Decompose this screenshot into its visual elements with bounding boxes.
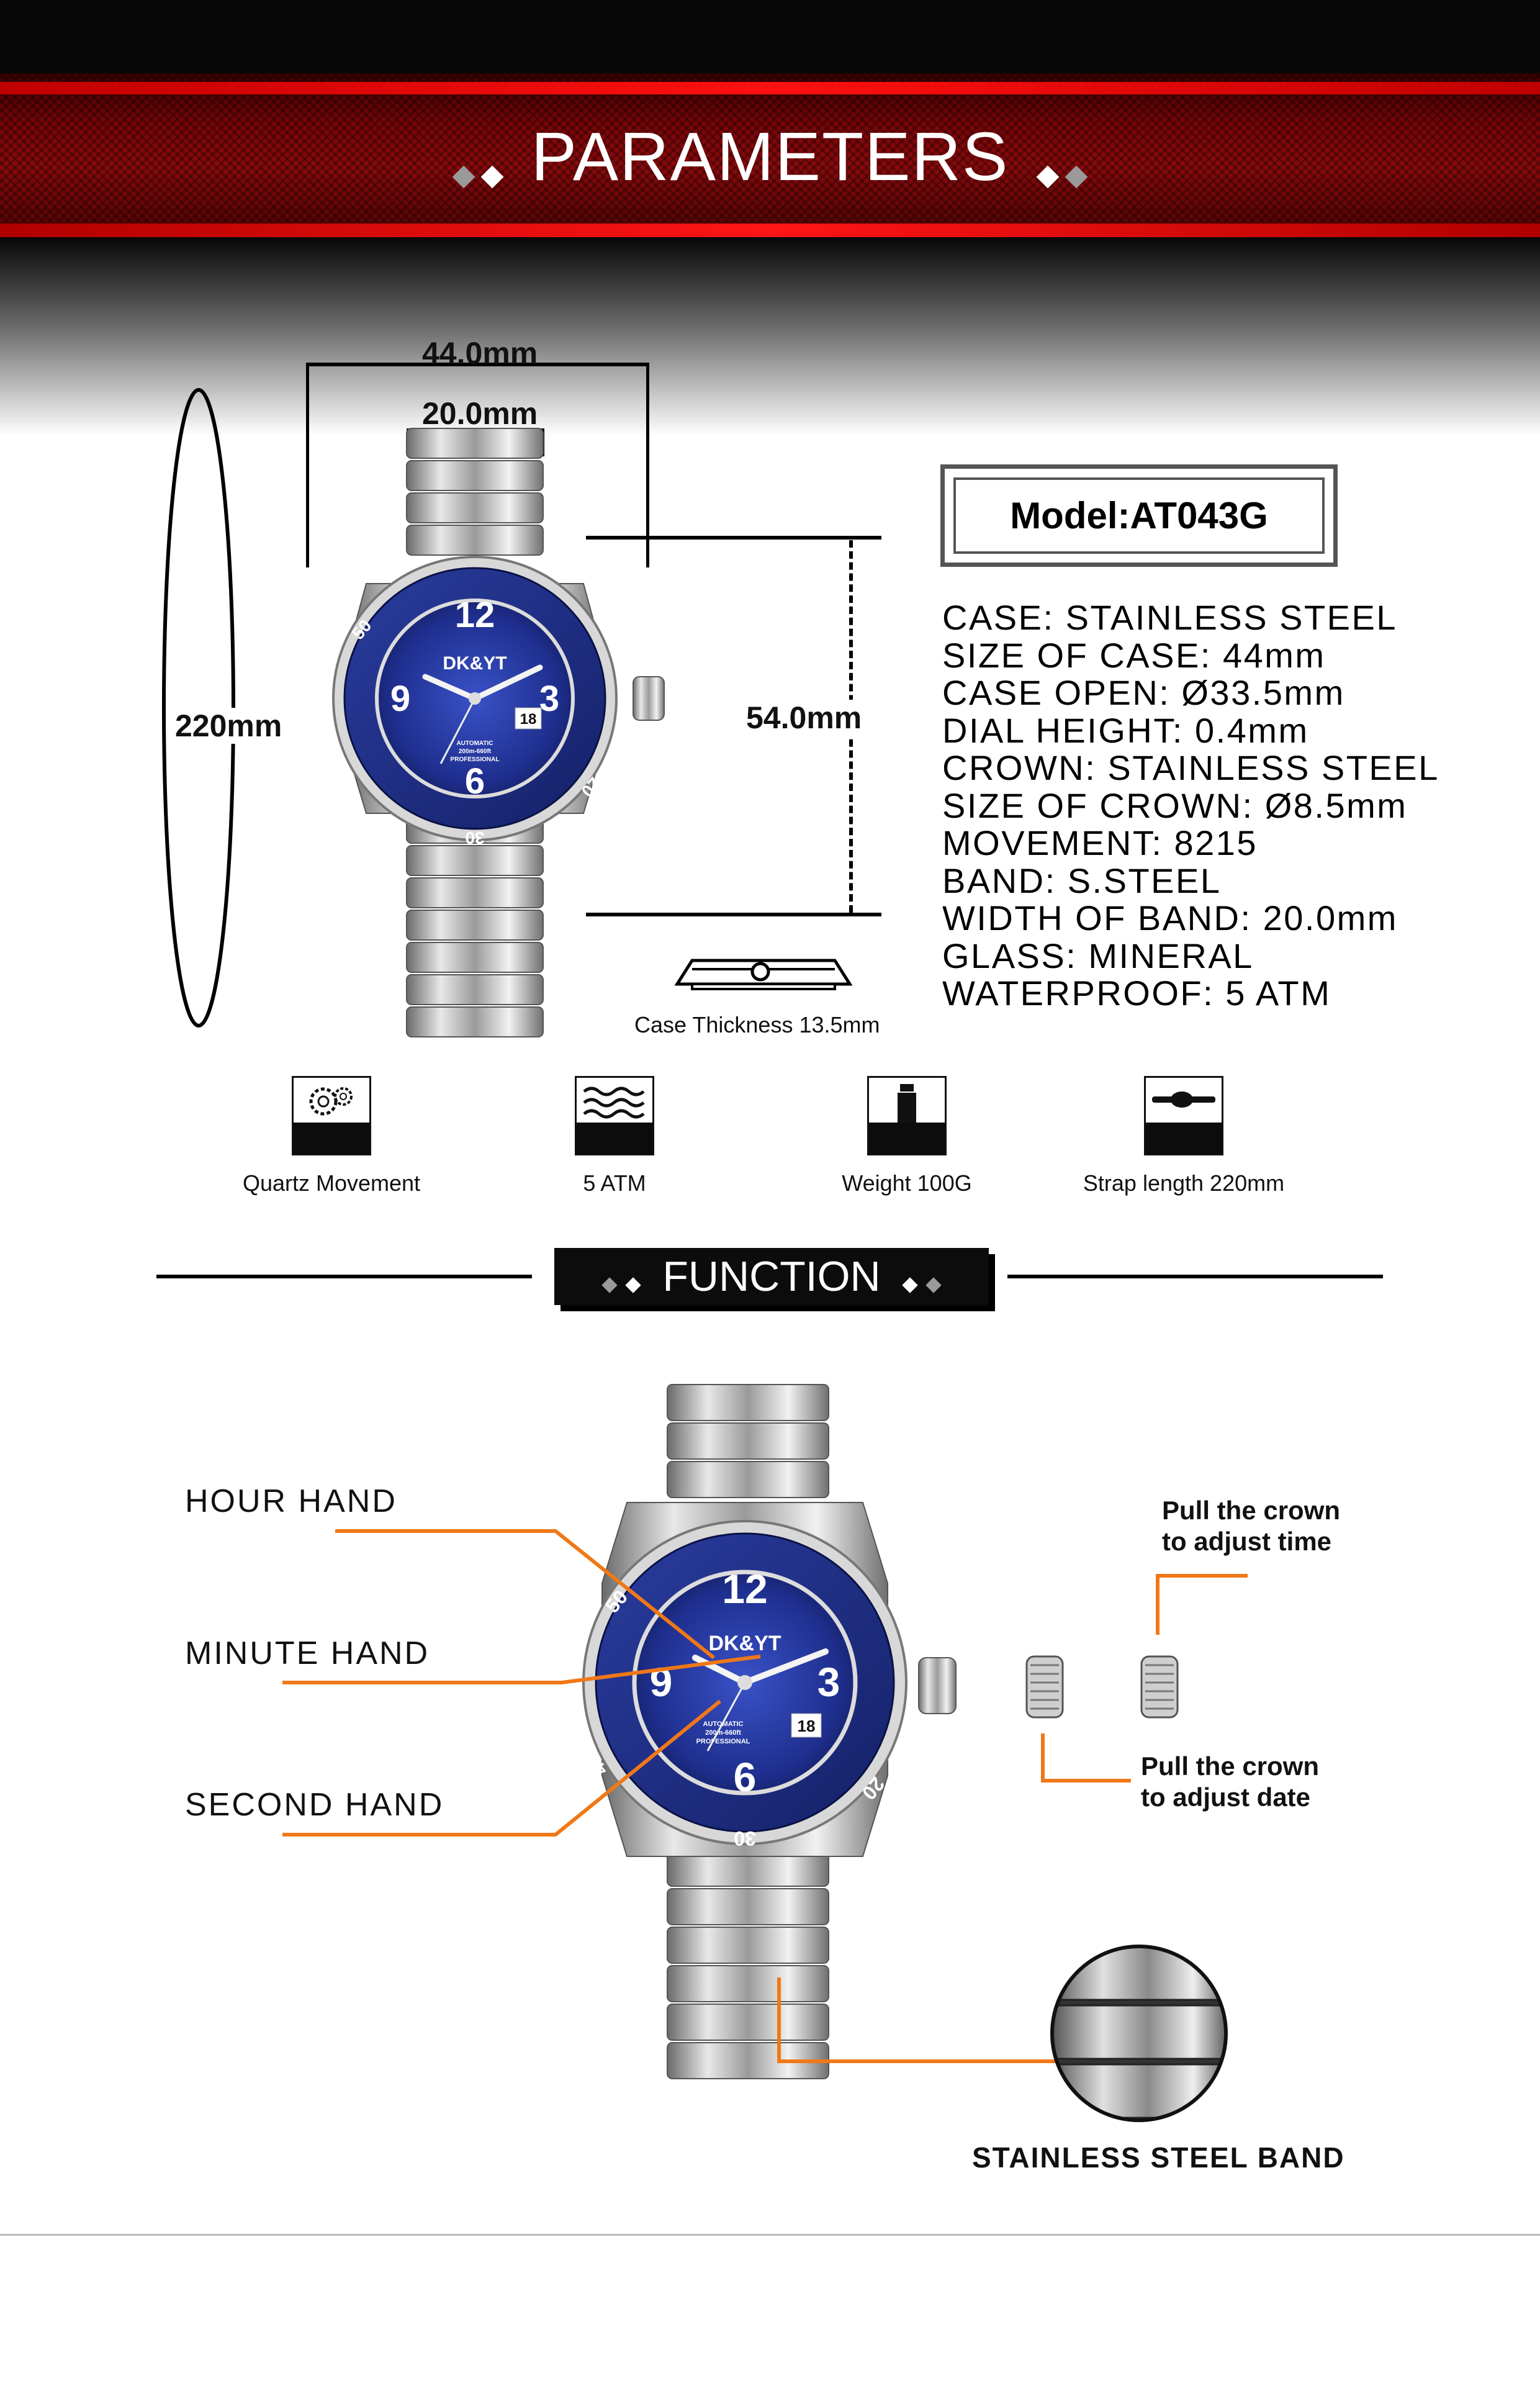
diamond-ornament-icon [898, 1252, 945, 1301]
bezel-number: 30 [734, 1827, 756, 1850]
bottom-divider [0, 2234, 1540, 2236]
band-closeup-image [1050, 1945, 1228, 2122]
model-label: Model:AT043G [953, 477, 1325, 554]
numeral-12: 12 [455, 595, 495, 635]
spec-list: CASE: STAINLESS STEEL SIZE OF CASE: 44mm… [942, 599, 1501, 1013]
case-width-tick [306, 363, 309, 567]
numeral-6: 6 [465, 761, 485, 802]
diamond-ornament-icon [1033, 115, 1091, 209]
feature-label: Weight 100G [842, 1170, 972, 1196]
crown-date-note: Pull the crown to adjust date [1141, 1751, 1320, 1812]
case-width-tick [646, 363, 649, 567]
gears-icon [292, 1076, 371, 1155]
case-height-line-top [586, 536, 881, 540]
case-thickness-icon [674, 959, 853, 990]
crown-date-position-icon [1025, 1655, 1064, 1719]
spec-crown: CROWN: STAINLESS STEEL [942, 748, 1439, 787]
dial-text: PROFESSIONAL [451, 756, 500, 763]
title-banner [0, 73, 1540, 242]
dial-text: AUTOMATIC [456, 740, 493, 747]
model-box: Model:AT043G [940, 464, 1338, 567]
spec-case: CASE: STAINLESS STEEL [942, 598, 1398, 637]
date-window: 18 [798, 1717, 816, 1735]
dial-text: 200m-660ft [705, 1729, 741, 1737]
strap-length-label: 220mm [173, 708, 285, 744]
strap-icon [1144, 1076, 1223, 1155]
numeral-3: 3 [817, 1659, 840, 1705]
hour-hand-label: HOUR HAND [185, 1483, 397, 1519]
case-height-line-bottom [586, 913, 881, 916]
weight-icon [867, 1076, 947, 1155]
diamond-ornament-icon [449, 115, 507, 209]
waves-icon [575, 1076, 654, 1155]
minute-hand-label: MINUTE HAND [185, 1635, 430, 1671]
case-width-line [306, 363, 649, 366]
numeral-6: 6 [734, 1754, 757, 1800]
numeral-12: 12 [722, 1566, 767, 1612]
date-window: 18 [520, 711, 537, 728]
diamond-ornament-icon [598, 1252, 645, 1301]
spec-glass: GLASS: MINERAL [942, 936, 1254, 975]
spec-size-of-case: SIZE OF CASE: 44mm [942, 635, 1326, 675]
feature-label: Quartz Movement [242, 1170, 421, 1196]
divider-line [156, 1275, 532, 1278]
spec-size-of-crown: SIZE OF CROWN: Ø8.5mm [942, 785, 1408, 825]
dial-text: PROFESSIONAL [696, 1738, 750, 1745]
divider-line [1007, 1275, 1383, 1278]
watch-front-image: 12 3 6 9 DK&YT AUTOMATIC 200m-660ft PROF… [310, 416, 683, 1062]
function-heading: FUNCTION [554, 1248, 989, 1305]
feature-label: 5 ATM [583, 1170, 646, 1196]
feature-label: Strap length 220mm [1083, 1170, 1285, 1196]
spec-case-open: CASE OPEN: Ø33.5mm [942, 673, 1345, 712]
banner-line [0, 224, 1540, 237]
dial-text: 200m-660ft [459, 748, 492, 755]
spec-movement: MOVEMENT: 8215 [942, 823, 1258, 862]
case-height-label: 54.0mm [742, 700, 866, 736]
second-hand-label: SECOND HAND [185, 1787, 444, 1823]
top-bar [0, 0, 1540, 73]
watch-function-image: 12 3 6 9 DK&YT AUTOMATIC 200m-660ft PROF… [571, 1378, 968, 2111]
bezel-number: 30 [465, 828, 484, 847]
banner-line [0, 82, 1540, 94]
crown-time-position-icon [1140, 1655, 1179, 1719]
spec-dial-height: DIAL HEIGHT: 0.4mm [942, 710, 1309, 750]
crown-time-note: Pull the crown to adjust time [1162, 1496, 1341, 1556]
spec-width-of-band: WIDTH OF BAND: 20.0mm [942, 898, 1398, 938]
case-width-label: 44.0mm [422, 336, 538, 371]
banner-fade [0, 237, 1540, 436]
numeral-3: 3 [539, 679, 559, 719]
numeral-9: 9 [650, 1659, 673, 1705]
band-label: STAINLESS STEEL BAND [972, 2141, 1345, 2174]
spec-waterproof: WATERPROOF: 5 ATM [942, 974, 1331, 1013]
page-title: PARAMETERS [0, 111, 1540, 209]
numeral-9: 9 [390, 679, 410, 719]
case-thickness-label: Case Thickness 13.5mm [634, 1012, 880, 1037]
band-width-label: 20.0mm [422, 396, 538, 431]
brand-logo: DK&YT [443, 653, 507, 674]
brand-logo: DK&YT [708, 1632, 781, 1655]
spec-band: BAND: S.STEEL [942, 861, 1222, 900]
